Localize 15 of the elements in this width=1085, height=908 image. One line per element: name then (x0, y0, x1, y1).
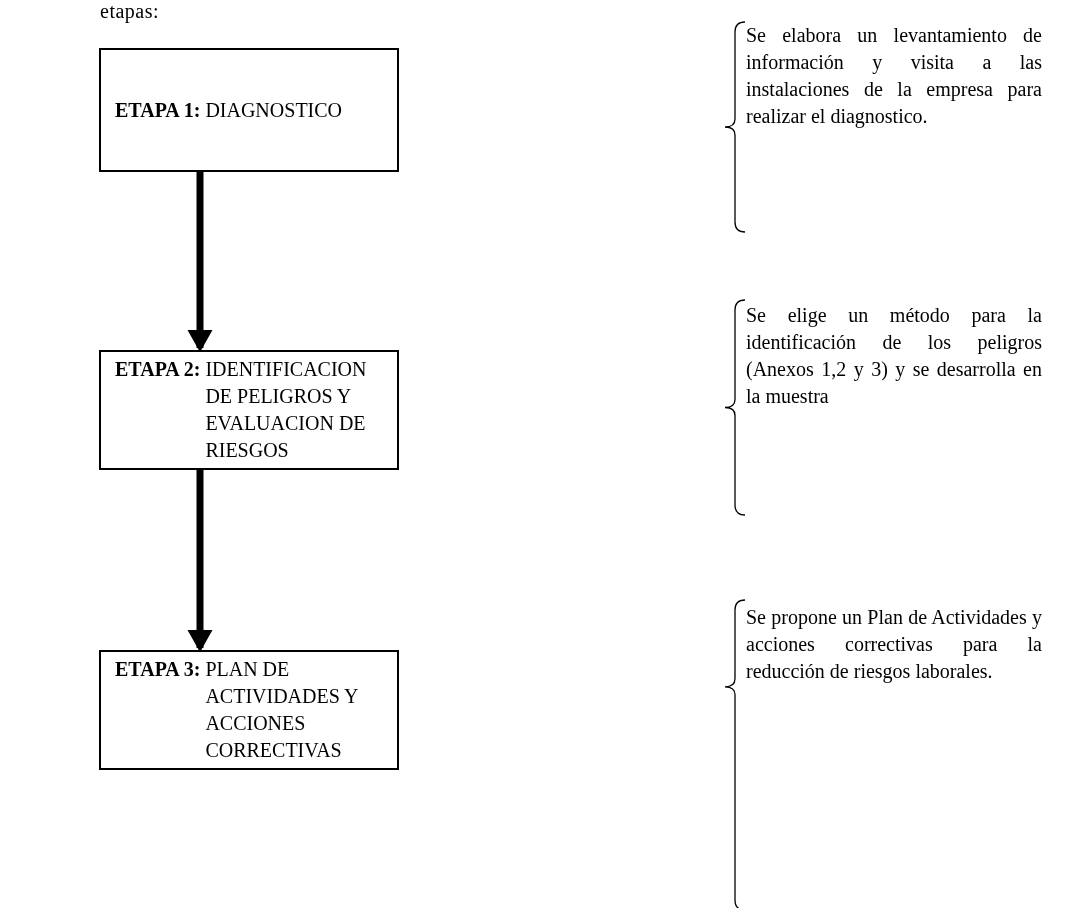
stage-description: Se elige un método para la identificación de los peligros (Anexos 1,2 y 3) y se desarrolla en la muestra (746, 303, 1042, 409)
stage-description: Se propone un Plan de Actividades y acciones correctivas para la reducción de riesgos laborales. (746, 605, 1042, 685)
stage-title: PLAN DE ACTIVIDADES Y ACCIONES CORRECTIVAS (205, 657, 359, 763)
arrow (187, 172, 213, 353)
stage-box (99, 650, 399, 770)
stage-number: ETAPA 3: (115, 657, 201, 682)
intro-text: etapas: (100, 0, 160, 22)
stage-number: ETAPA 2: (115, 357, 201, 382)
arrow (187, 470, 213, 653)
stage-title: DIAGNOSTICO (205, 97, 343, 123)
stage-description: Se elabora un levantamiento de información y visita a las instalaciones de la empresa para realizar el diagnostico. (746, 23, 1042, 130)
stage-title: IDENTIFICACION DE PELIGROS Y EVALUACION DE RIESGOS (205, 357, 368, 463)
stage-number: ETAPA 1: (115, 97, 201, 123)
stage-box (99, 350, 399, 470)
stage-box (99, 48, 399, 172)
